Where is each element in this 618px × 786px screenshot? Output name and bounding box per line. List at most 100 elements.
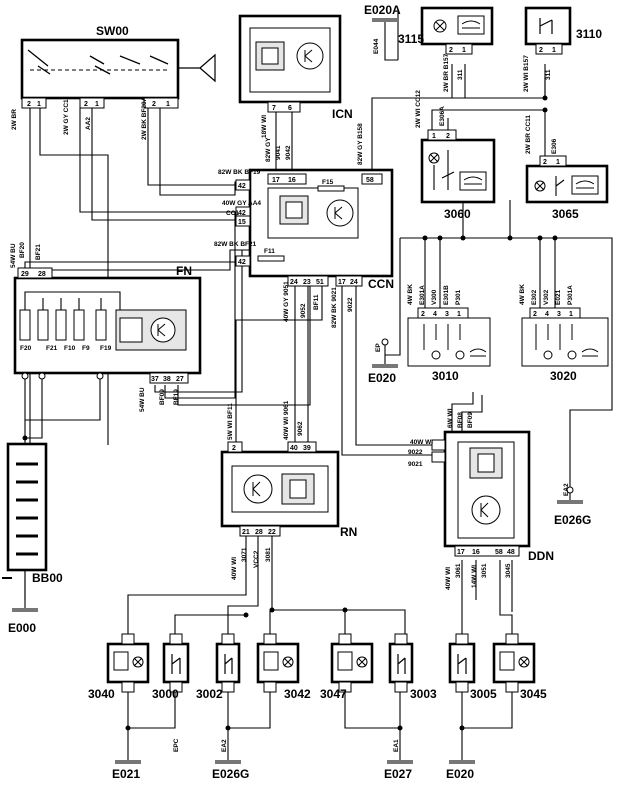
- wl-rn-bot-c: VCC2: [253, 550, 260, 568]
- fn-pin-37: 37: [151, 376, 159, 383]
- e021-label: E021: [112, 767, 140, 781]
- rn-label: RN: [340, 525, 357, 539]
- ddn-wire-9021: 9021: [408, 461, 423, 468]
- terminal-rings: [21, 338, 574, 494]
- c3065-pin-2: 2: [543, 159, 547, 166]
- wl-ea2b: EA2: [221, 739, 228, 752]
- wl-ccn-b1: 40W GY 9051: [283, 281, 290, 322]
- wl-c3020-b: V302: [543, 289, 550, 305]
- ddn-pin-17: 17: [457, 549, 465, 556]
- c3047-component: [330, 633, 374, 693]
- wl-fn-e: BF09: [159, 389, 166, 405]
- wl-c3020-d: P301A: [567, 285, 574, 305]
- ddn-pin-16: 16: [472, 549, 480, 556]
- fuse-f9: F9: [82, 345, 90, 352]
- wl-ddn-bot-a: 40W WI: [445, 567, 452, 590]
- e027-label: E027: [384, 767, 412, 781]
- junction-dots: [22, 95, 558, 731]
- c3060-pin-2: 2: [446, 133, 450, 140]
- c3020-pin-2: 2: [533, 311, 537, 318]
- c3045-label: 3045: [520, 687, 547, 701]
- rn-pin-39: 39: [303, 445, 311, 452]
- ccn-pin-58: 58: [366, 177, 374, 184]
- fuse-f21: F21: [46, 345, 58, 352]
- ccn-pin-l3: 15: [238, 219, 246, 226]
- wl-ccn-left-a: 82W BK BF19: [218, 169, 261, 176]
- wl-icn-b: 9041: [275, 145, 282, 160]
- wl-c3065-b: E306: [551, 138, 558, 154]
- wl-c3110-b: 311: [545, 69, 552, 80]
- wl-ea1: EA1: [393, 739, 400, 752]
- c3110-component: 2 1: [524, 6, 572, 55]
- wl-c3010-b: V300: [431, 289, 438, 305]
- wl-ccn-a: 82W GY: [265, 137, 272, 162]
- rn-pin-2: 2: [232, 445, 236, 452]
- ground-e000: [12, 570, 38, 612]
- c3010-pin-3: 3: [445, 311, 449, 318]
- ddn-label: DDN: [528, 549, 554, 563]
- c3115-pin-2: 2: [449, 47, 453, 54]
- c3020-pin-3: 3: [557, 311, 561, 318]
- sw00-pin-3: 2: [84, 101, 88, 108]
- c3020-pin-1: 1: [569, 311, 573, 318]
- c3020-label: 3020: [550, 369, 577, 383]
- c3003-component: [388, 633, 414, 693]
- c3005-component: [448, 633, 476, 693]
- fn-label: FN: [176, 264, 192, 278]
- c3110-pin-1: 1: [552, 47, 556, 54]
- c3110-pin-2: 2: [539, 47, 543, 54]
- e020-mid-label: E020: [368, 371, 396, 385]
- c3042-component: [256, 633, 300, 693]
- c3042-label: 3042: [284, 687, 311, 701]
- wl-ddn-b: 6W WI: [447, 408, 454, 428]
- fn-pin-27: 27: [176, 376, 184, 383]
- c3047-label: 3047: [320, 687, 347, 701]
- ground-e020-bottom: [449, 760, 475, 764]
- wl-ep: EP: [375, 343, 382, 352]
- wl-ddn-bot-d: 3051: [481, 563, 488, 578]
- wl-rn-b: 40W WI 9061: [283, 400, 290, 440]
- icn-pin-7: 7: [272, 105, 276, 112]
- e020-bottom-label: E020: [446, 767, 474, 781]
- fuse-f10: F10: [64, 345, 76, 352]
- wl-c3110-w: 2W WI B157: [523, 55, 530, 92]
- sw00-module: 2 1 2 1 2 1: [20, 38, 216, 109]
- c3002-label: 3002: [196, 687, 223, 701]
- c3002-component: [215, 633, 241, 693]
- ddn-wire-9022: 9022: [408, 449, 423, 456]
- wl-ccn-b5: 9022: [347, 297, 354, 312]
- c3010-component: 2 4 3 1: [407, 307, 491, 367]
- c3010-pin-4: 4: [433, 311, 437, 318]
- rn-module: 2 40 39 21 28 22: [220, 441, 340, 537]
- c3000-component: [162, 633, 190, 693]
- e000-label: E000: [8, 621, 36, 635]
- rn-pin-40: 40: [290, 445, 298, 452]
- ccn-pin-51: 51: [316, 279, 324, 286]
- c3115-label: 3115: [398, 32, 424, 46]
- wl-rn-bot-d: 3081: [265, 547, 272, 562]
- fn-pin-38: 38: [163, 376, 171, 383]
- c3110-label: 3110: [576, 27, 602, 41]
- c3060-component: 1 2: [420, 129, 496, 204]
- ddn-pin-48: 48: [507, 549, 515, 556]
- ddn-module: 17 16 58 48 9022 9021: [408, 430, 531, 557]
- icn-module: 7 6: [238, 14, 342, 113]
- ccn-pin-l4: 42: [238, 259, 246, 266]
- c3065-pin-1: 1: [556, 159, 560, 166]
- wl-ddn-a: 40W WI: [410, 439, 433, 446]
- wl-c3115-w: E044: [373, 38, 380, 54]
- ground-e020a: [372, 18, 398, 22]
- wire-labels: 2W BR 2W GY CC1 AA2 2W BK BF20A 18W WI 9…: [10, 38, 574, 752]
- sw00-pin-6: 1: [166, 101, 170, 108]
- fuse-f20: F20: [20, 345, 32, 352]
- sw00-pin-5: 2: [152, 101, 156, 108]
- c3045-component: [492, 633, 536, 693]
- ccn-pin-17: 17: [272, 177, 280, 184]
- e026g-right-label: E026G: [554, 513, 591, 527]
- ground-e021: [115, 760, 141, 764]
- wl-c3020-a: E302: [531, 289, 538, 305]
- c3020-component: 2 4 3 1: [521, 307, 609, 367]
- fuse-f11: F11: [264, 248, 275, 255]
- ccn-pin-17b: 17: [338, 279, 346, 286]
- wl-icn-a: 18W WI: [261, 115, 268, 138]
